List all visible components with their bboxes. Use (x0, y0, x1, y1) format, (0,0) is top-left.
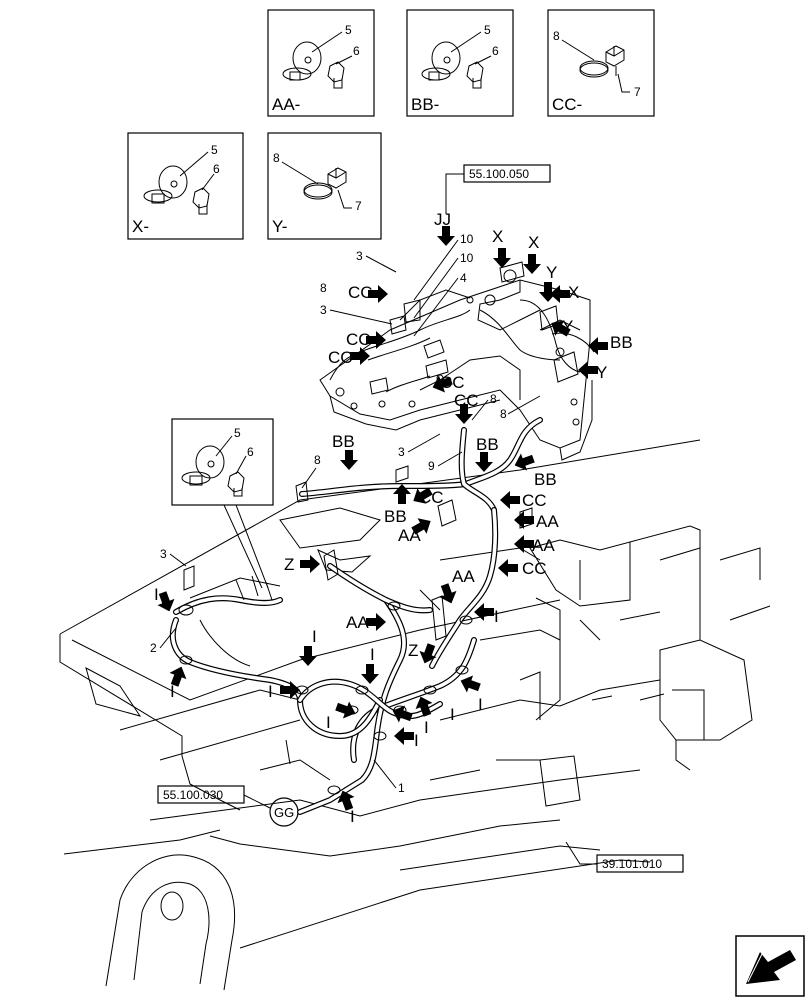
callout-aa: AA (346, 613, 369, 632)
reference-left[interactable]: 55.100.030 GG (157, 785, 299, 827)
callout-cc: CC (348, 283, 373, 302)
callout-cc: CC (419, 488, 444, 507)
detail-label: Y- (272, 217, 287, 236)
reference-bottom[interactable]: 39.101.010 (565, 841, 684, 873)
callout-x: X (528, 233, 539, 252)
callout-y: Y (546, 263, 557, 282)
callout-y: Y (596, 363, 607, 382)
part-number: 8 (500, 407, 507, 421)
callout-x: X (568, 283, 579, 302)
part-number: 3 (398, 445, 405, 459)
callout-i: I (494, 607, 499, 626)
harness-clamps (178, 465, 533, 795)
part-number: 7 (634, 85, 641, 99)
part-number: 6 (353, 44, 360, 58)
reference-number: 55.100.030 (163, 788, 223, 802)
callout-z: Z (284, 555, 294, 574)
callout-cc: CC (346, 330, 371, 349)
part-number: 5 (345, 23, 352, 37)
callout-aa: AA (398, 526, 421, 545)
part-labels: 3 10 10 4 8 3 8 8 3 9 8 3 2 1 (150, 232, 541, 795)
part-number: 4 (460, 271, 467, 285)
detail-box-bb: 5 6 BB- (406, 9, 514, 117)
next-page-icon[interactable] (735, 935, 805, 997)
detail-label: BB- (411, 95, 439, 114)
wiring-harness (169, 417, 543, 815)
reference-number: 39.101.010 (602, 857, 662, 871)
callout-cc: CC (522, 491, 547, 510)
callout-i: I (450, 705, 455, 724)
callout-i: I (350, 807, 355, 826)
callout-i: I (154, 585, 159, 604)
callout-i: I (370, 645, 375, 664)
callout-bb: BB (384, 507, 407, 526)
callout-z: Z (408, 641, 418, 660)
part-number: 3 (320, 303, 327, 317)
callout-aa: AA (532, 536, 555, 555)
part-number: 8 (553, 29, 560, 43)
part-number: 10 (460, 251, 474, 265)
callout-cc: CC (440, 373, 465, 392)
part-number: 1 (398, 781, 405, 795)
detail-box-aa: 5 6 AA- (267, 9, 375, 117)
callout-aa: AA (536, 512, 559, 531)
callout-i: I (414, 731, 419, 750)
callout-bb: BB (610, 333, 633, 352)
detail-box-cc: 8 7 CC- (547, 9, 655, 117)
callout-i: I (312, 627, 317, 646)
detail-label: X- (132, 217, 149, 236)
callout-i: I (170, 682, 175, 701)
callout-letters: CC CC CC CC CC CC CC CC BB BB BB BB BB A… (154, 227, 633, 826)
detail-box-inset: 5 6 (171, 418, 274, 589)
part-number: 10 (460, 232, 474, 246)
callout-cc: CC (328, 348, 353, 367)
part-number: 3 (160, 547, 167, 561)
callout-i: I (326, 713, 331, 732)
part-number: 3 (356, 249, 363, 263)
part-number: 9 (428, 459, 435, 473)
part-number: 8 (273, 151, 280, 165)
callout-aa: AA (452, 567, 475, 586)
callout-i: I (268, 682, 273, 701)
detail-box-y: 8 7 Y- (267, 132, 382, 240)
part-number: 8 (490, 392, 497, 406)
part-number: 8 (314, 453, 321, 467)
callout-bb: BB (476, 435, 499, 454)
callout-bb: BB (332, 432, 355, 451)
part-number: 6 (247, 445, 254, 459)
callout-x: X (492, 227, 503, 246)
detail-label: AA- (272, 95, 300, 114)
part-number: 6 (213, 162, 220, 176)
part-number: 5 (484, 23, 491, 37)
callout-cc: CC (522, 559, 547, 578)
part-number: 6 (492, 44, 499, 58)
callout-cc: CC (454, 391, 479, 410)
callout-y: Y (562, 317, 573, 336)
reference-number: 55.100.050 (469, 167, 529, 181)
connector-jj: JJ (434, 210, 451, 229)
part-number: 5 (234, 426, 241, 440)
callout-i: I (478, 695, 483, 714)
detail-box-x: 5 6 X- (127, 132, 244, 240)
reference-top[interactable]: 55.100.050 JJ (434, 164, 551, 229)
callout-bb: BB (534, 470, 557, 489)
callout-i: I (424, 718, 429, 737)
part-number: 5 (211, 143, 218, 157)
part-number: 2 (150, 641, 157, 655)
part-number: 8 (320, 281, 327, 295)
connector-gg: GG (274, 805, 294, 820)
part-number: 7 (355, 199, 362, 213)
detail-label: CC- (552, 95, 582, 114)
